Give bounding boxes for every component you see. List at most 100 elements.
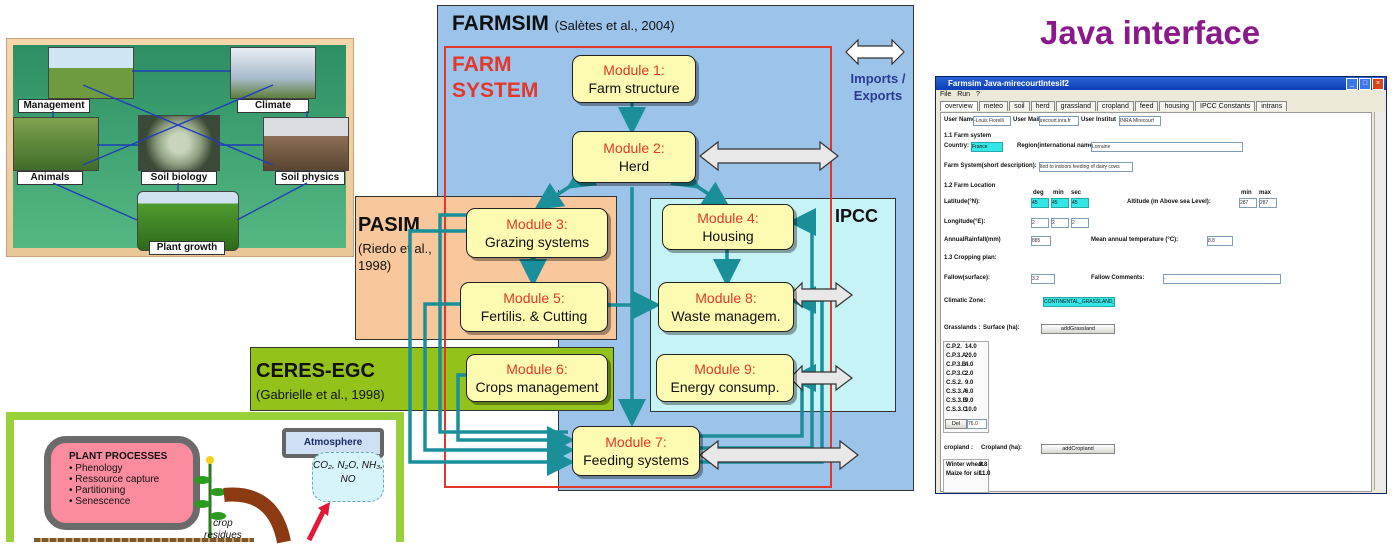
java-window: Farmsim Java-mirecourtIntesif2 _ □ × Fil…	[935, 76, 1387, 494]
module-5-desc: Fertilis. & Cutting	[480, 308, 588, 324]
module-9-box: Module 9: Energy consump.	[656, 354, 794, 402]
plant-growth-label: Plant growth	[149, 241, 225, 255]
minimize-icon[interactable]: _	[1346, 78, 1358, 90]
module-7-desc: Feeding systems	[583, 452, 689, 468]
farm-description-field[interactable]: lted to indoors feeding of dairy cows	[1039, 162, 1133, 172]
plant-processes-title: PLANT PROCESSES	[69, 451, 168, 462]
grasslands-label: Grasslands :	[944, 325, 981, 331]
module-3-name: Module 3:	[506, 216, 568, 232]
section-farm-system: 1.1 Farm system	[944, 133, 992, 139]
tab-overview[interactable]: overview	[940, 101, 978, 111]
tab-soil[interactable]: soil	[1009, 101, 1030, 111]
user-institut-field[interactable]: INRA Mirecourt	[1119, 116, 1161, 126]
animals-label: Animals	[17, 171, 83, 185]
tab-grassland[interactable]: grassland	[1055, 101, 1096, 111]
residue-arrow-icon	[223, 487, 330, 544]
soil-biology-label: Soil biology	[141, 171, 217, 185]
grassland-row[interactable]: C.S.3.A	[946, 389, 968, 395]
add-grassland-button[interactable]: addGrassland	[1041, 324, 1115, 334]
grassland-row[interactable]: C.P.3.C	[946, 371, 967, 377]
module-7-box: Module 7: Feeding systems	[572, 426, 700, 476]
cropland-row[interactable]: Winter wheat	[946, 462, 984, 468]
close-icon[interactable]: ×	[1372, 78, 1384, 90]
farm-system-box	[444, 46, 832, 488]
add-cropland-button[interactable]: addCropland	[1041, 444, 1115, 454]
process-item: • Partitioning	[69, 485, 126, 496]
latitude-deg-field[interactable]: 45	[1031, 198, 1049, 208]
delete-grassland-button[interactable]: Del	[945, 419, 967, 429]
climate-photo	[230, 47, 316, 99]
pasim-title: PASIM	[358, 214, 420, 236]
sec-header: sec	[1071, 190, 1082, 196]
grassland-value: 4.0	[965, 362, 974, 368]
plant-processes-background: PLANT PROCESSES • Phenology • Ressource …	[14, 420, 396, 544]
grassland-row[interactable]: C.P.2.	[946, 344, 962, 350]
animals-photo	[13, 117, 99, 171]
tab-intrans[interactable]: intrans	[1256, 101, 1288, 111]
module-1-name: Module 1:	[603, 62, 665, 78]
tab-housing[interactable]: housing	[1159, 101, 1194, 111]
soil-physics-photo	[263, 117, 349, 171]
grassland-value: 9.0	[965, 398, 974, 404]
longitude-min-field[interactable]: 2	[1051, 218, 1069, 228]
longitude-deg-field[interactable]: 2	[1031, 218, 1049, 228]
altitude-min-field[interactable]: 287	[1239, 198, 1257, 208]
tab-cropland[interactable]: cropland	[1096, 101, 1134, 111]
grassland-row[interactable]: C.S.2.	[946, 380, 963, 386]
altitude-max-field[interactable]: 287	[1259, 198, 1277, 208]
grassland-surface-label: Surface (ha):	[983, 325, 1020, 331]
module-8-box: Module 8: Waste managem.	[658, 282, 794, 332]
system-processes-illustration: Management Climate Animals Soil biology …	[6, 38, 354, 257]
soil-physics-label: Soil physics	[275, 171, 345, 185]
country-select[interactable]: France	[971, 142, 1003, 152]
java-interface-title: Java interface	[1040, 14, 1261, 51]
region-label: Region(international name):	[1017, 143, 1097, 149]
region-select[interactable]: Lorraine	[1091, 142, 1243, 152]
tab-herd[interactable]: herd	[1030, 101, 1055, 111]
java-scrollbar[interactable]	[1374, 112, 1386, 490]
grassland-row[interactable]: C.S.3.B	[946, 398, 968, 404]
module-2-box: Module 2: Herd	[572, 131, 696, 183]
grassland-row[interactable]: C.S.3.C	[946, 407, 968, 413]
cropland-row[interactable]: Maize for sil...	[946, 471, 986, 477]
tab-meteo[interactable]: meteo	[978, 101, 1009, 111]
climatic-zone-label: Climatic Zone:	[944, 298, 986, 304]
module-8-desc: Waste managem.	[671, 308, 781, 324]
cropland-list[interactable]	[943, 459, 989, 493]
module-5-box: Module 5: Fertilis. & Cutting	[460, 282, 608, 332]
management-label: Management	[18, 99, 90, 113]
temperature-field[interactable]: 8.8	[1207, 236, 1233, 246]
fallow-field[interactable]: 3.2	[1031, 274, 1055, 284]
maximize-icon[interactable]: □	[1359, 78, 1371, 90]
grassland-value: 14.0	[965, 344, 977, 350]
tab-ipcc-constants[interactable]: IPCC Constants	[1195, 101, 1256, 111]
user-mail-field[interactable]: irecourt.inra.fr	[1039, 116, 1079, 126]
latitude-min-field[interactable]: 45	[1051, 198, 1069, 208]
ceres-egc-title: CERES-EGC	[256, 360, 375, 382]
module-1-box: Module 1: Farm structure	[572, 55, 696, 103]
ipcc-title: IPCC	[835, 206, 879, 226]
fallow-comments-field[interactable]: -	[1163, 274, 1281, 284]
grassland-row[interactable]: C.P.3.B	[946, 362, 967, 368]
rainfall-label: AnnualRainfall(mm)	[944, 237, 1001, 243]
java-window-titlebar: Farmsim Java-mirecourtIntesif2	[936, 77, 1386, 90]
grassland-total-field: 76.0	[967, 419, 987, 429]
longitude-sec-field[interactable]: 2	[1071, 218, 1089, 228]
module-5-name: Module 5:	[503, 290, 565, 306]
module-4-box: Module 4: Housing	[662, 204, 794, 250]
user-name-field[interactable]: -Louis Fiorelli	[973, 116, 1011, 126]
process-item: • Ressource capture	[69, 474, 160, 485]
module-1-desc: Farm structure	[588, 80, 680, 96]
illustration-background: Management Climate Animals Soil biology …	[13, 45, 349, 255]
farmsim-ref: (Salètes et al., 2004)	[554, 18, 675, 33]
rainfall-field[interactable]: 885	[1031, 236, 1051, 246]
imports-exports-label: Imports / Exports	[850, 71, 906, 103]
climatic-zone-select[interactable]: CONTINENTAL_GRASSLAND_...	[1043, 297, 1115, 307]
grassland-value: 10.0	[965, 407, 977, 413]
grassland-row[interactable]: C.P.3.A	[946, 353, 967, 359]
tab-feed[interactable]: feed	[1134, 101, 1159, 111]
grassland-list[interactable]	[943, 341, 989, 433]
java-menubar[interactable]: File Run ?	[940, 91, 980, 98]
latitude-sec-field[interactable]: 45	[1071, 198, 1089, 208]
crop-residues-label: crop residues	[204, 518, 242, 541]
